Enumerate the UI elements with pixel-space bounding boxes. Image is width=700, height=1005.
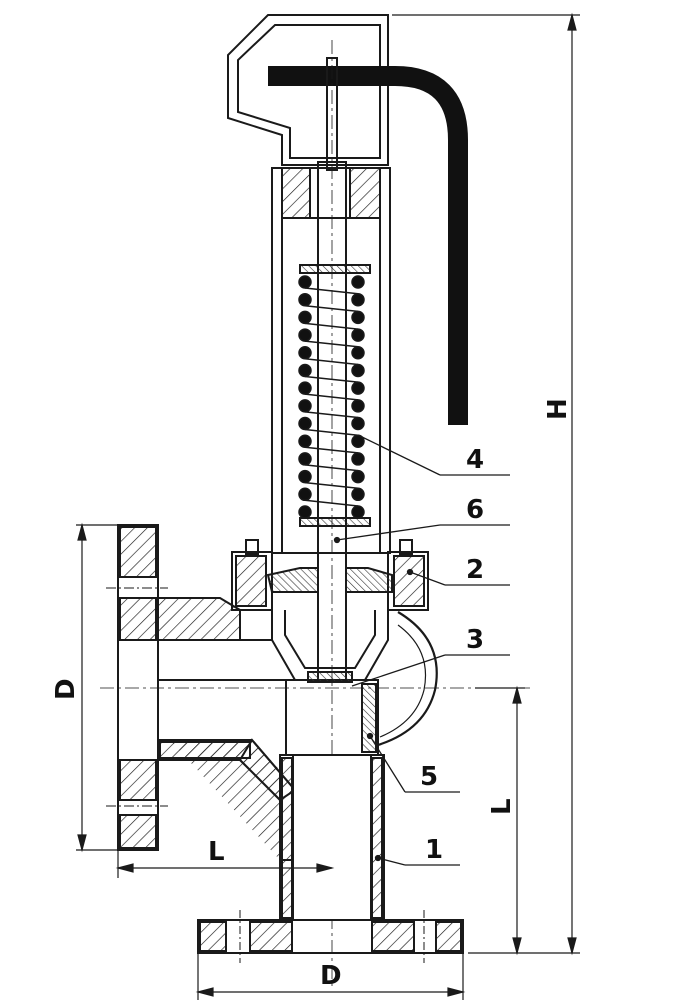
dimension-label-inlet-length: L [208, 837, 225, 867]
spring-coil-wire [304, 481, 359, 490]
spring-coil-section [351, 275, 365, 289]
spring-coil-section [298, 292, 312, 307]
leader-part5 [366, 732, 460, 793]
dimension-label-inlet-diameter: D [51, 678, 81, 700]
leader-part3 [351, 654, 510, 687]
spring-coil-wire [304, 411, 359, 419]
dimension-label-height: H [543, 398, 573, 420]
spring-coil-section [298, 434, 312, 448]
spring-coil-section [298, 363, 312, 378]
spring-coil-section [351, 505, 365, 519]
spring-coil-wire [304, 393, 359, 401]
dimension-label-outlet-diameter: D [320, 961, 342, 991]
leader-part4 [357, 434, 510, 476]
spring-coil-section [351, 363, 365, 378]
spring-coil-section [351, 310, 365, 325]
outlet-pipe [279, 754, 385, 921]
spring-coil-section [351, 487, 365, 502]
spring-coil-section [298, 346, 312, 360]
leader-part6 [333, 524, 510, 544]
leader-part2 [406, 568, 510, 586]
lifting-lever [268, 66, 468, 425]
dimension-outlet-diameter [195, 953, 466, 1000]
valve-cap [227, 14, 389, 166]
spring-coil-section [351, 416, 365, 431]
spring-coil-wire [304, 464, 359, 472]
spring-coil-section [351, 346, 365, 360]
callout-part5: 5 [420, 762, 438, 792]
spring-coil-wire [304, 304, 359, 313]
spring-coil-section [351, 292, 365, 307]
bonnet-flange-joint [231, 539, 429, 611]
callout-part3: 3 [466, 625, 484, 655]
spring-coil-section [298, 381, 312, 395]
spring-coil-wire [304, 340, 359, 348]
spring-coil-section [298, 310, 312, 325]
leader-part1 [374, 854, 460, 866]
callout-part2: 2 [466, 555, 484, 585]
spring-coil-section [351, 381, 365, 395]
dimension-label-outlet-length: L [487, 798, 517, 815]
spring-coil-wire [304, 358, 359, 366]
spring-coil-wire [304, 499, 359, 507]
callout-part4: 4 [466, 445, 484, 475]
outlet-flange [197, 910, 464, 963]
spring [298, 264, 371, 527]
bonnet [271, 167, 391, 554]
spring-coil-wire [304, 287, 359, 295]
spring-coil-section [298, 505, 312, 519]
spring-coil-wire [304, 446, 359, 454]
spring-coil-section [298, 487, 312, 502]
spring-coil-section [298, 328, 312, 342]
spring-coil-section [298, 452, 312, 466]
spring-coil-wire [304, 375, 359, 383]
spring-coil-section [351, 399, 365, 413]
dimension-inlet-diameter [76, 522, 118, 853]
dimension-height [392, 12, 580, 956]
spring-coil-section [298, 275, 312, 289]
spring-coil-section [298, 399, 312, 413]
spring-coil-section [298, 469, 312, 484]
dimension-inlet-length [115, 850, 335, 878]
spring-coil-section [351, 469, 365, 484]
callout-part1: 1 [425, 835, 443, 865]
drain-hose [377, 611, 438, 747]
spring-coil-section [351, 328, 365, 342]
spring-coil-section [298, 416, 312, 431]
spring-coil-section [351, 452, 365, 466]
callout-part6: 6 [466, 495, 484, 525]
spring-coil-wire [304, 322, 359, 330]
spring-coil-wire [304, 428, 359, 436]
inlet-flange [106, 524, 241, 851]
dimension-outlet-length [475, 685, 525, 956]
